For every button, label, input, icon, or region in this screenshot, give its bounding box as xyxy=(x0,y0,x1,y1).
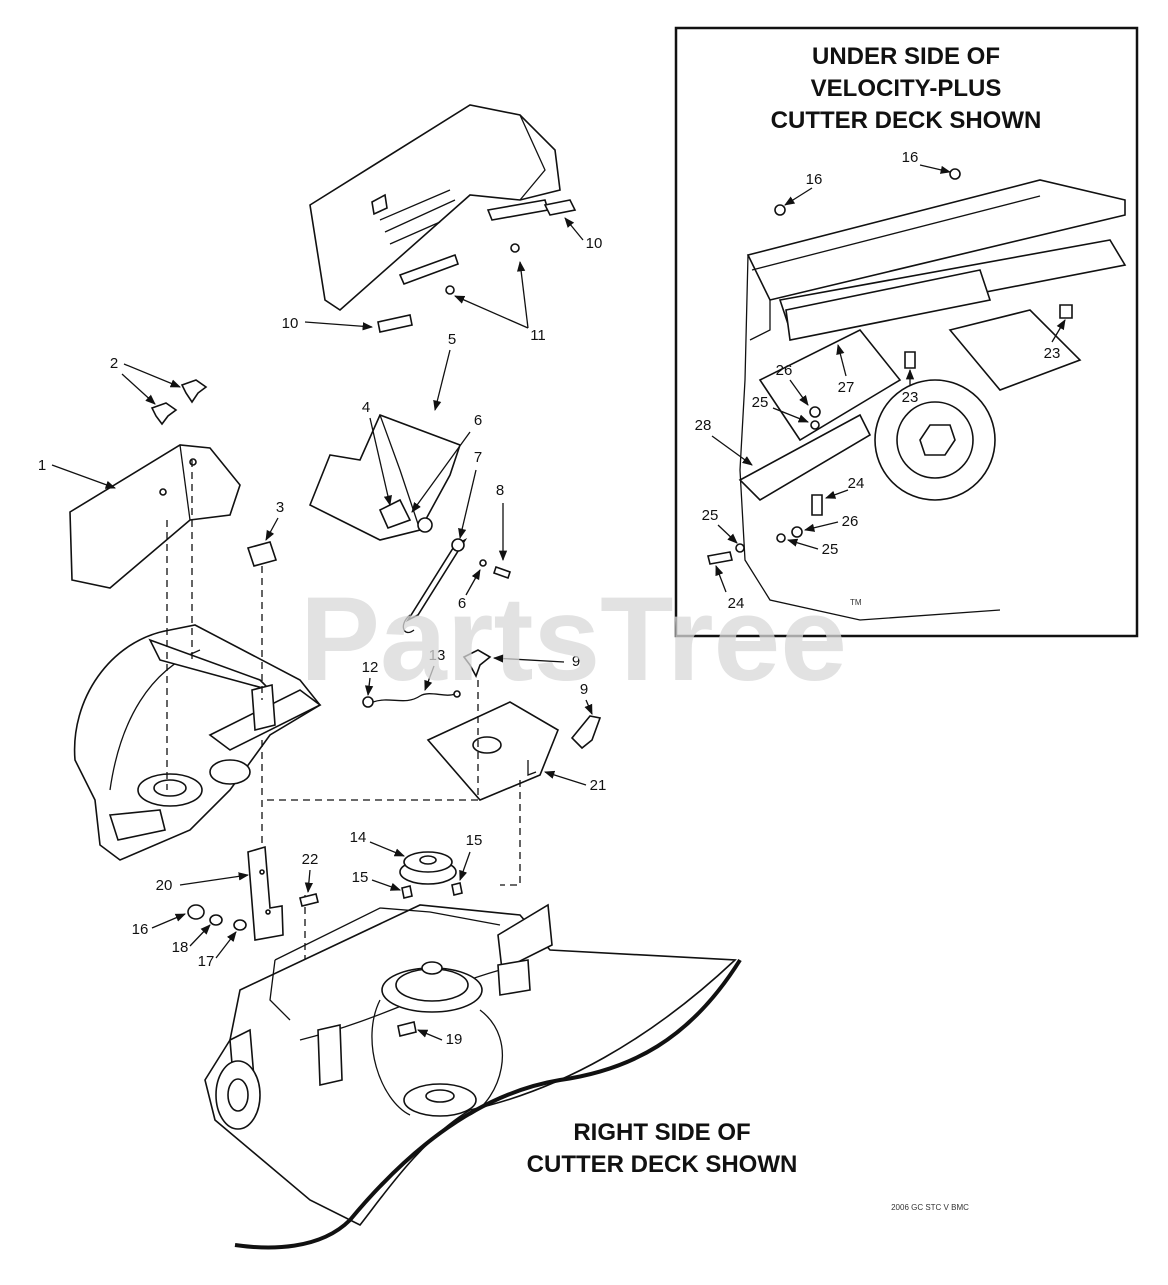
clip-part-22 xyxy=(299,893,319,907)
key-part-15a xyxy=(401,885,413,899)
callout-18: 18 xyxy=(172,939,189,956)
callout-2: 2 xyxy=(110,355,118,372)
callout-24a: 24 xyxy=(848,475,865,492)
callout-9b: 9 xyxy=(580,681,588,698)
callout-15a: 15 xyxy=(352,869,369,886)
callout-25a: 25 xyxy=(752,394,769,411)
baffle-part-27 xyxy=(785,269,992,341)
callout-26a: 26 xyxy=(776,362,793,379)
callout-20: 20 xyxy=(156,877,173,894)
clip-part-3 xyxy=(246,541,278,567)
callout-17: 17 xyxy=(198,953,215,970)
callout-9a: 9 xyxy=(572,653,580,670)
bracket-part-28 xyxy=(738,413,872,502)
callout-16b: 16 xyxy=(902,149,919,166)
callout-15b: 15 xyxy=(466,832,483,849)
deck-rail xyxy=(739,179,1126,621)
callout-7: 7 xyxy=(474,449,482,466)
callout-23a: 23 xyxy=(1044,345,1061,362)
drawing-code: 2006 GC STC V BMC xyxy=(891,1203,969,1212)
callout-14: 14 xyxy=(350,829,367,846)
inset-title-line3: CUTTER DECK SHOWN xyxy=(771,107,1042,134)
cutter-deck xyxy=(204,903,737,1227)
spring-part-12-13 xyxy=(362,690,461,708)
bolt-part-19 xyxy=(397,1021,417,1037)
washer-part-6 xyxy=(479,559,487,567)
callout-6b: 6 xyxy=(458,595,466,612)
main-caption-line1: RIGHT SIDE OF xyxy=(573,1119,750,1146)
callout-16a: 16 xyxy=(806,171,823,188)
inset-title-line1: UNDER SIDE OF xyxy=(812,43,1000,70)
callout-13: 13 xyxy=(429,647,446,664)
callout-23b: 23 xyxy=(902,389,919,406)
chute-housing-assembly xyxy=(73,624,322,861)
main-caption-line2: CUTTER DECK SHOWN xyxy=(527,1151,798,1178)
callout-3: 3 xyxy=(276,499,284,516)
knob-part-9 xyxy=(462,649,602,750)
callout-24b: 24 xyxy=(728,595,745,612)
callout-16c: 16 xyxy=(132,921,149,938)
callout-11: 11 xyxy=(530,327,546,344)
watermark: PartsTree xyxy=(300,572,847,706)
inset-hardware xyxy=(707,168,1073,565)
callout-1: 1 xyxy=(38,457,46,474)
discharge-chute xyxy=(309,104,561,312)
nut-part-16 xyxy=(187,904,205,920)
callout-26b: 26 xyxy=(842,513,859,530)
deflector-part-5 xyxy=(308,413,462,541)
callout-12: 12 xyxy=(362,659,379,676)
pin-part-10b xyxy=(377,314,413,333)
callout-22: 22 xyxy=(302,851,319,868)
callout-28: 28 xyxy=(695,417,712,434)
inset-panel: UNDER SIDE OF VELOCITY-PLUS CUTTER DECK … xyxy=(674,26,1139,638)
callout-4: 4 xyxy=(362,399,370,416)
callout-21: 21 xyxy=(590,777,607,794)
callout-19: 19 xyxy=(446,1031,463,1048)
bolt-part-8 xyxy=(492,565,512,580)
callout-5: 5 xyxy=(448,331,456,348)
callout-10a: 10 xyxy=(586,235,603,252)
cover-part-1 xyxy=(69,444,241,589)
link-rod-part-7 xyxy=(402,538,468,634)
callout-25c: 25 xyxy=(702,507,719,524)
key-part-15b xyxy=(451,882,463,896)
callout-25b: 25 xyxy=(822,541,839,558)
callout-8: 8 xyxy=(496,482,504,499)
drive-belt xyxy=(234,958,742,1250)
callout-6a: 6 xyxy=(474,412,482,429)
pin-part-10a xyxy=(543,199,577,216)
callout-10b: 10 xyxy=(282,315,299,332)
callout-27: 27 xyxy=(838,379,855,396)
knob-part-2 xyxy=(150,379,208,426)
washer-part-17 xyxy=(233,919,247,931)
watermark-tm: TM xyxy=(850,598,862,607)
washer-part-18 xyxy=(209,914,223,926)
pulley-part-14 xyxy=(399,851,457,885)
bracket-part-20 xyxy=(247,845,284,941)
inset-title-line2: VELOCITY-PLUS xyxy=(811,75,1002,102)
plate-part-21 xyxy=(426,701,559,801)
